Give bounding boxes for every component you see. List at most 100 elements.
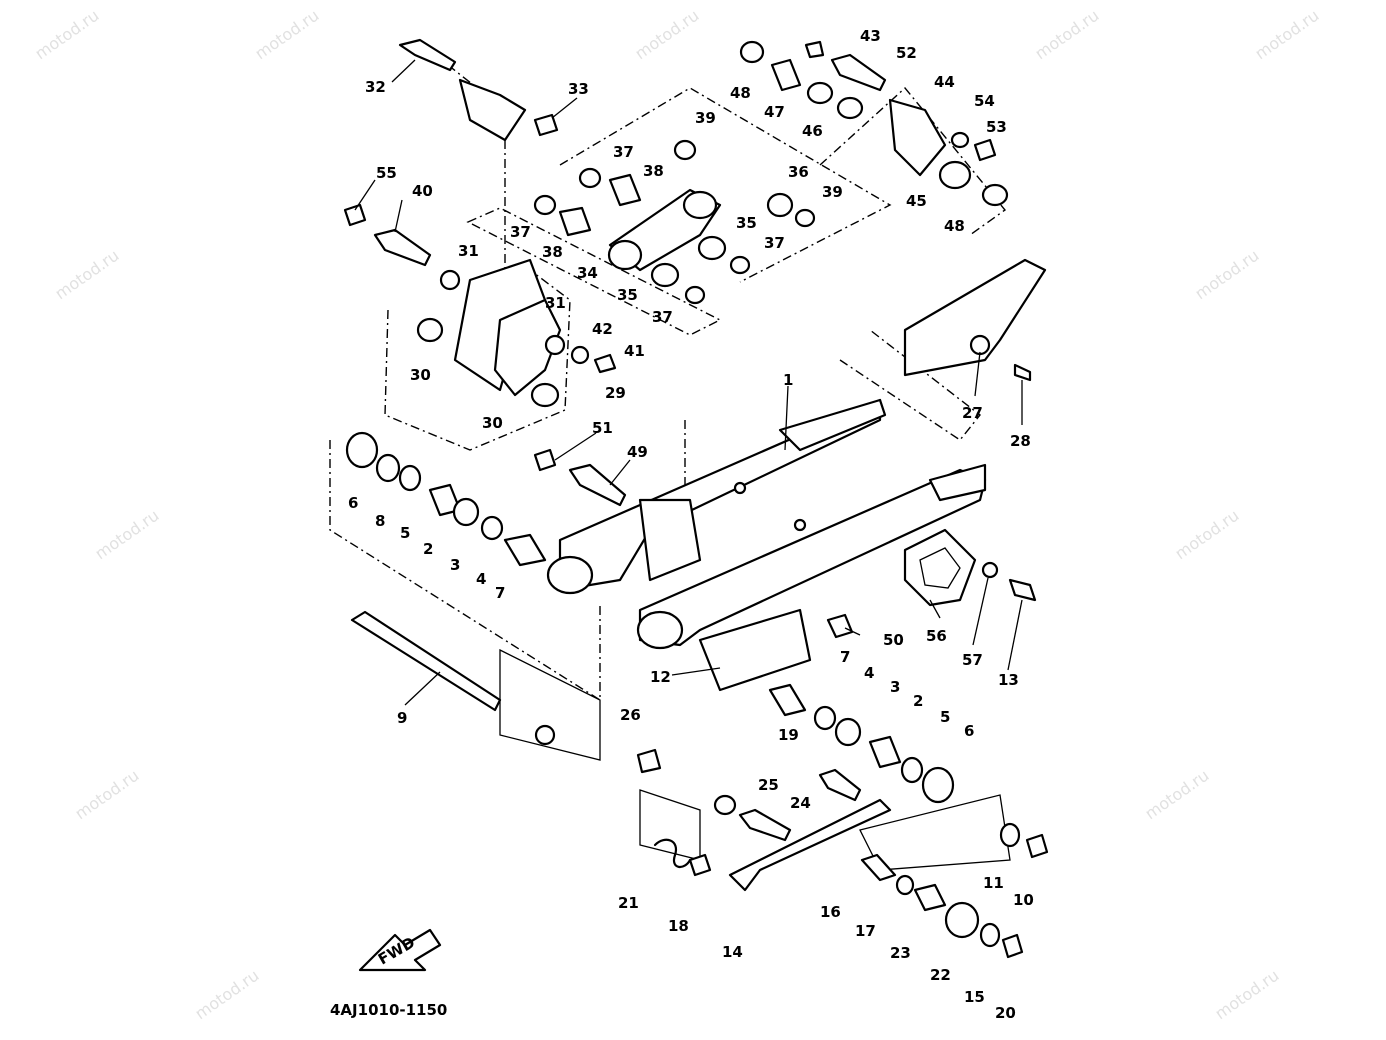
watermark: motod.ru	[1251, 6, 1322, 64]
callout-6: 6	[964, 722, 974, 740]
chain-guard-screw	[1013, 363, 1032, 382]
callout-25: 25	[758, 776, 779, 794]
seal-48b	[981, 183, 1009, 207]
chain-guide-plate	[903, 528, 1037, 607]
callout-50: 50	[883, 631, 904, 649]
bushing-22	[944, 901, 980, 939]
callout-46: 46	[802, 122, 823, 140]
fwd-arrow: FWD	[358, 928, 442, 972]
connecting-rod-eye-2	[682, 190, 718, 220]
callout-2: 2	[913, 692, 923, 710]
callout-26: 26	[620, 706, 641, 724]
watermark: motod.ru	[1171, 506, 1242, 564]
chain-guide-body	[903, 528, 977, 607]
callout-39: 39	[695, 109, 716, 127]
leader-lines	[354, 59, 1023, 706]
nut-33	[533, 113, 559, 137]
seal-48a	[739, 40, 765, 64]
chain-guard-hole	[969, 334, 991, 356]
callout-3: 3	[450, 556, 460, 574]
pivot-shaft-9	[350, 610, 502, 712]
bushing-46a	[806, 81, 834, 105]
callout-47: 47	[764, 103, 785, 121]
callout-8: 8	[375, 512, 385, 530]
connecting-rod-eye	[607, 239, 643, 271]
chain-guard-body	[903, 258, 1047, 377]
watermark: motod.ru	[1191, 246, 1262, 304]
callout-13: 13	[998, 671, 1019, 689]
callout-37: 37	[764, 234, 785, 252]
watermark: motod.ru	[51, 246, 122, 304]
washer-37b	[533, 194, 557, 216]
callout-37: 37	[652, 308, 673, 326]
callout-27: 27	[962, 404, 983, 422]
callout-35: 35	[736, 214, 757, 232]
washer-17	[895, 874, 915, 896]
callout-28: 28	[1010, 432, 1031, 450]
swingarm-cross-member	[638, 498, 702, 582]
nut-43	[804, 40, 825, 59]
collar-7b	[768, 683, 807, 717]
callout-2: 2	[423, 540, 433, 558]
nut-10	[1025, 833, 1049, 859]
watermark: motod.ru	[91, 506, 162, 564]
leader	[394, 199, 403, 233]
swingarm-hole	[733, 481, 747, 495]
spring-bracket-outline	[639, 789, 701, 861]
callout-48: 48	[730, 84, 751, 102]
leader	[929, 599, 941, 619]
callout-40: 40	[412, 182, 433, 200]
collar-30a	[416, 317, 444, 343]
collar-23	[913, 883, 947, 912]
swingarm-lower-bracket	[698, 608, 812, 692]
brake-rod-14	[728, 798, 892, 892]
leader	[404, 671, 441, 706]
pivot-boss-right	[636, 610, 684, 650]
callout-18: 18	[668, 917, 689, 935]
callout-39: 39	[822, 183, 843, 201]
lower-parts	[636, 748, 1024, 959]
swingarm-axle-slot-left	[778, 398, 887, 452]
bearing-3b	[834, 717, 862, 747]
callout-14: 14	[722, 943, 743, 961]
collar-30b	[530, 382, 560, 408]
callout-16: 16	[820, 903, 841, 921]
collar-38b	[558, 206, 592, 237]
bushing-35a	[697, 235, 727, 261]
bolt-52	[830, 53, 887, 92]
seal-6b	[921, 766, 955, 804]
callout-17: 17	[855, 922, 876, 940]
washer-8	[375, 453, 401, 483]
callout-53: 53	[986, 118, 1007, 136]
washer-37a	[578, 167, 602, 189]
bracket-upper	[458, 78, 527, 142]
nut-50	[826, 613, 854, 639]
callout-32: 32	[365, 78, 386, 96]
bearing-31b	[544, 334, 566, 356]
callout-55: 55	[376, 164, 397, 182]
callout-24: 24	[790, 794, 811, 812]
bushing-46b	[836, 96, 864, 120]
bolt-19	[818, 768, 862, 802]
callout-7: 7	[840, 648, 850, 666]
watermark: motod.ru	[1211, 966, 1282, 1024]
frame-bracket-outline	[499, 648, 601, 761]
callout-3: 3	[890, 678, 900, 696]
chain-guard	[903, 258, 1047, 382]
connecting-rod-group-outline	[559, 87, 892, 283]
washer-39a	[673, 139, 697, 161]
collar-38a	[608, 173, 642, 207]
callout-42: 42	[592, 320, 613, 338]
washer-54	[950, 131, 970, 149]
callout-52: 52	[896, 44, 917, 62]
callout-38: 38	[643, 162, 664, 180]
callout-49: 49	[627, 443, 648, 461]
bushing-45	[938, 160, 972, 190]
linkage-group-outline	[384, 269, 571, 451]
callout-23: 23	[890, 944, 911, 962]
leader	[391, 59, 416, 83]
callout-20: 20	[995, 1004, 1016, 1022]
callout-48: 48	[944, 217, 965, 235]
callout-9: 9	[397, 709, 407, 727]
callout-5: 5	[400, 524, 410, 542]
